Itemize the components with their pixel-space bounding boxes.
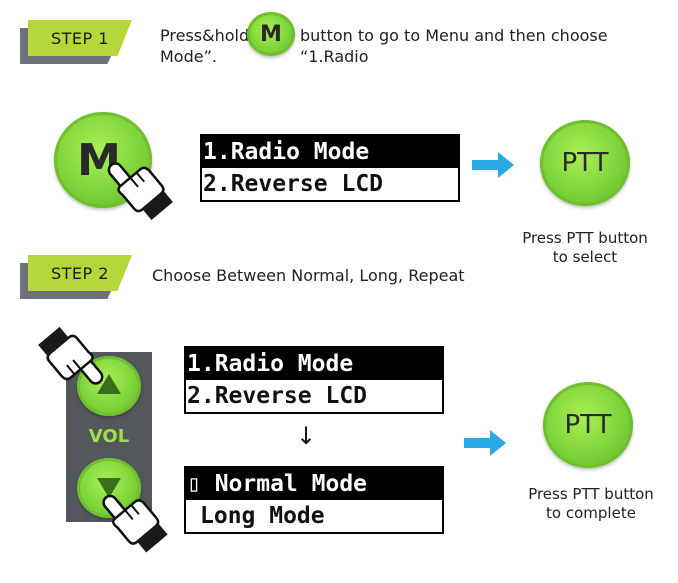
lcd-row-reverse-lcd-2: 2.Reverse LCD xyxy=(187,383,368,409)
step-1-label: STEP 1 xyxy=(28,20,132,56)
lcd-row-radio-mode: 1.Radio Mode xyxy=(202,136,458,168)
ptt-button-2[interactable]: PTT xyxy=(543,382,633,468)
step-1-caption-line-1: Press PTT button xyxy=(522,229,648,247)
step-1-banner: STEP 1 xyxy=(20,20,132,66)
lcd-row-radio-mode-2: 1.Radio Mode xyxy=(186,348,442,380)
right-arrow-icon-2 xyxy=(464,430,506,456)
step-1-caption-line-2: to select xyxy=(552,248,618,266)
lcd-row-normal-mode: ▯ Normal Mode xyxy=(186,468,442,500)
volume-label: VOL xyxy=(88,426,130,447)
ptt-button[interactable]: PTT xyxy=(540,120,630,206)
right-arrow-icon xyxy=(472,152,514,178)
ptt-button-label-2: PTT xyxy=(564,410,612,440)
menu-button[interactable]: M xyxy=(54,112,152,208)
hand-pointer-icon-upper xyxy=(38,326,104,385)
step-1-instruction-line-1: button to go to Menu and then choose “1.… xyxy=(300,26,608,66)
menu-button-icon-small: M xyxy=(247,12,295,56)
step-1-instruction-line-2: Mode”. xyxy=(160,47,217,66)
step-2-label: STEP 2 xyxy=(28,255,132,291)
ptt-button-label: PTT xyxy=(561,148,609,178)
step-1-instruction-prefix: Press&hold xyxy=(160,26,250,45)
step-2-caption-line-2: to complete xyxy=(546,504,636,522)
step-2-caption-line-1: Press PTT button xyxy=(528,485,654,503)
step-2-instruction: Choose Between Normal, Long, Repeat xyxy=(152,266,465,285)
lcd-row-long-mode: Long Mode xyxy=(200,503,325,529)
step-1-lcd-display: 1.Radio Mode 2.Reverse LCD xyxy=(200,134,460,202)
menu-button-letter: M xyxy=(260,21,282,47)
volume-up-button-icon xyxy=(97,374,121,394)
step-2-lcd-menu: 1.Radio Mode 2.Reverse LCD xyxy=(184,346,444,414)
lcd-row-reverse-lcd: 2.Reverse LCD xyxy=(203,171,384,197)
down-arrow-icon: ↓ xyxy=(296,422,317,450)
volume-down-button-icon xyxy=(97,478,121,498)
hand-pointer-icon xyxy=(107,162,173,221)
step-2-lcd-submenu: ▯ Normal Mode Long Mode xyxy=(184,466,444,534)
hand-pointer-icon-lower xyxy=(102,494,168,553)
step-2-banner: STEP 2 xyxy=(20,255,132,301)
